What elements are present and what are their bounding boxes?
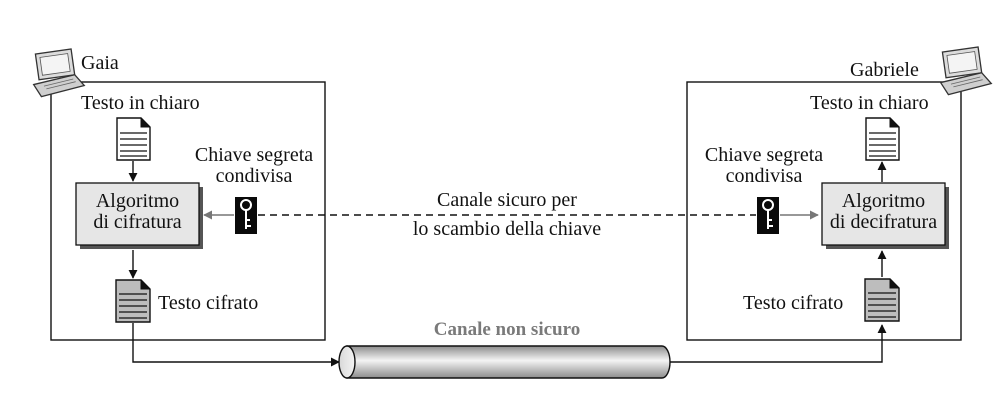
sender-algorithm-line1: Algoritmo (95, 190, 180, 212)
receiver-box (686, 81, 962, 341)
sender-algorithm-box (75, 182, 200, 246)
sender-box (50, 81, 326, 341)
sender-ciphertext-document-icon (115, 279, 151, 323)
receiver-algorithm-line1: Algoritmo (841, 190, 926, 212)
receiver-key-icon (757, 197, 779, 234)
receiver-ciphertext-label: Testo cifrato (743, 292, 844, 314)
sender-key-label-line1: Chiave segreta (194, 144, 314, 166)
sender-to-pipe-line (132, 323, 340, 367)
sender-plaintext-document-icon (116, 117, 151, 161)
sender-algorithm-label: Algoritmo di cifratura (76, 191, 199, 233)
receiver-key-label-line1: Chiave segreta (704, 144, 824, 166)
sender-name: Gaia (81, 52, 119, 74)
sender-plaintext-label: Testo in chiaro (81, 92, 200, 114)
receiver-key-label-line2: condivisa (725, 165, 803, 187)
sender-algorithm-line2: di cifratura (93, 211, 182, 233)
secure-channel-label-line1: Canale sicuro per (437, 189, 577, 211)
receiver-laptop-icon (939, 46, 993, 96)
receiver-plaintext-label: Testo in chiaro (810, 92, 929, 114)
insecure-channel-label: Canale non sicuro (433, 319, 581, 340)
sender-ciphertext-label: Testo cifrato (158, 292, 259, 314)
receiver-key-label: Chiave segreta condivisa (684, 145, 844, 187)
sender-key-label-line2: condivisa (215, 165, 293, 187)
insecure-channel-pipe (338, 345, 671, 379)
receiver-algorithm-box (821, 182, 946, 246)
sender-key-icon (235, 197, 257, 234)
pipe-to-receiver-line (668, 324, 887, 363)
receiver-plaintext-document-icon (865, 117, 900, 161)
receiver-name: Gabriele (850, 59, 919, 81)
sender-key-label: Chiave segreta condivisa (174, 145, 334, 187)
sender-laptop-icon (32, 48, 86, 98)
secure-channel-label-line2: lo scambio della chiave (412, 218, 602, 240)
receiver-ciphertext-document-icon (864, 278, 900, 322)
receiver-algorithm-line2: di decifratura (829, 211, 938, 233)
receiver-algorithm-label: Algoritmo di decifratura (822, 191, 945, 233)
